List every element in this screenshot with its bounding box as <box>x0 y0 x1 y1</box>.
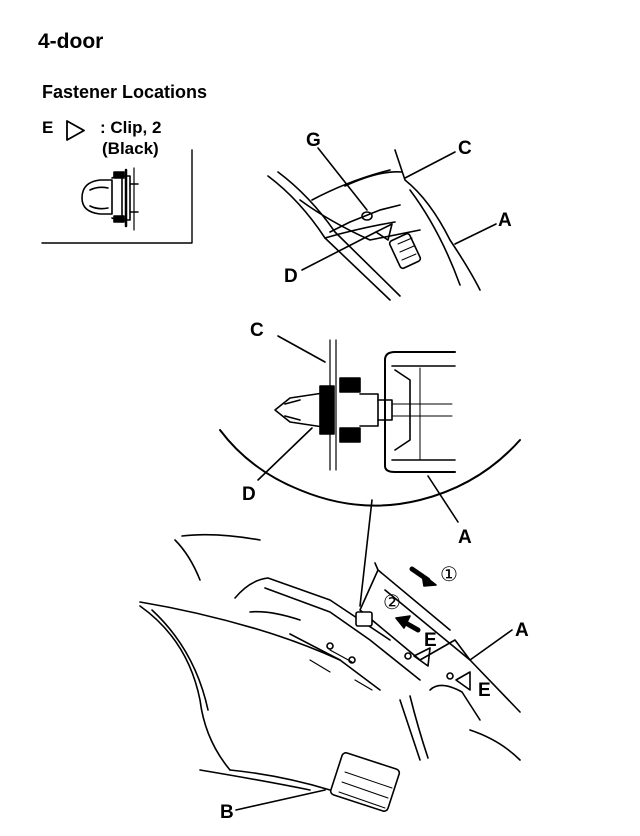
legend-clip-key: E <box>42 118 54 137</box>
leader-c-upper <box>404 151 456 179</box>
leader-a-section <box>427 475 459 523</box>
callout-e-upper: E <box>424 630 437 651</box>
clip-e-triangle-icon <box>455 671 471 691</box>
callout-d-upper: D <box>284 266 298 287</box>
callout-a-section: A <box>458 527 472 548</box>
callout-g: G <box>306 130 321 151</box>
leader-detail <box>359 499 373 607</box>
clip-e-triangle-icon <box>413 647 431 667</box>
leader-d-section <box>257 427 313 481</box>
step-one-marker: ① <box>440 564 458 586</box>
legend-clip-color: (Black) <box>102 139 159 158</box>
step-two-marker: ② <box>383 592 401 614</box>
pillar-upper-view <box>267 149 481 301</box>
callout-d-section: D <box>242 484 256 505</box>
clip-detail-inset <box>41 149 193 244</box>
callout-e-lower: E <box>478 680 491 701</box>
callout-c-upper: C <box>458 138 472 159</box>
pillar-trim-panel-view <box>139 533 521 812</box>
leader-b <box>235 789 326 811</box>
triangle-outline-icon <box>66 120 85 141</box>
leader-a-upper <box>454 223 497 245</box>
callout-c-section: C <box>250 320 264 341</box>
callout-b: B <box>220 802 234 823</box>
arrow-step-two-head-icon <box>395 615 411 629</box>
callout-a-upper: A <box>498 210 512 231</box>
page-title: 4-door <box>38 30 104 53</box>
leader-c-section <box>277 335 326 363</box>
leader-g <box>317 147 368 211</box>
section-heading: Fastener Locations <box>42 82 208 102</box>
arrow-step-one-head-icon <box>421 573 437 587</box>
leader-d-upper <box>301 231 377 271</box>
callout-a-lower: A <box>515 620 529 641</box>
cross-section-view <box>219 339 521 507</box>
leader-a-lower <box>469 629 513 661</box>
legend-clip-description: : Clip, 2 <box>100 118 162 137</box>
